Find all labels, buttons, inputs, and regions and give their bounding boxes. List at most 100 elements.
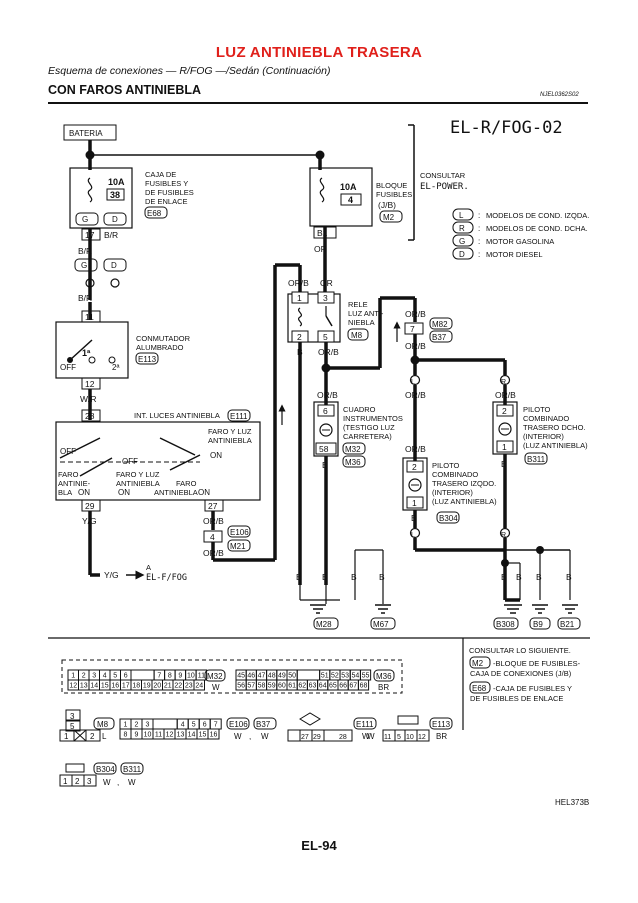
cluster-name-1: CUADRO xyxy=(343,405,376,414)
battery-label: BATERIA xyxy=(69,129,103,138)
wire-wr: W/R xyxy=(80,394,97,404)
b304-pin-1: 1 xyxy=(63,777,68,786)
pin-label: 8 xyxy=(124,732,128,739)
lamp-l-name-4: (INTERIOR) xyxy=(432,488,473,497)
switch-off: OFF xyxy=(60,363,76,372)
int-label-mid-2: ANTINIEBLA xyxy=(116,479,160,488)
pin-label: 58 xyxy=(258,683,266,690)
relay-name-2: LUZ ANTI- xyxy=(348,309,384,318)
conn-m82: M82 xyxy=(432,320,448,329)
wire-b-g4: B xyxy=(379,572,385,582)
lamp-r-name-2: COMBINADO xyxy=(523,414,569,423)
int-on-left: ON xyxy=(78,488,90,497)
pin-label: 67 xyxy=(349,683,357,690)
b304-tag: B304 xyxy=(96,765,115,774)
switch-name-2: ALUMBRADO xyxy=(136,343,184,352)
pin-7: 7 xyxy=(410,324,415,334)
opt-l-bot: L xyxy=(411,532,415,539)
int-switch-name: INT. LUCES ANTINIEBLA xyxy=(134,411,220,420)
lamp-r-name-3: TRASERO DCHO. xyxy=(523,423,586,432)
relay-name-3: NIEBLA xyxy=(348,318,375,327)
wire-orb-m82: OR/B xyxy=(405,309,426,319)
pin-label: 11 xyxy=(155,732,162,739)
pin-label: 15 xyxy=(199,732,207,739)
pin-11: 11 xyxy=(85,312,94,322)
pin-label: 55 xyxy=(362,673,370,680)
cluster-conn1: M32 xyxy=(345,445,361,454)
int-label-left-1: FARO xyxy=(58,470,79,479)
pin-4: 4 xyxy=(210,532,215,542)
legend-g-text: MOTOR GASOLINA xyxy=(486,237,554,246)
connector-m8: 3 5 1 2 M8 L xyxy=(59,709,115,742)
relay-pin3: 3 xyxy=(323,293,328,303)
pin-label: 19 xyxy=(143,683,151,690)
connector-e111-view: E111 11 5 10 12 W xyxy=(353,715,430,742)
wire-or-2: OR xyxy=(320,278,333,288)
pin-cell xyxy=(193,679,205,691)
wire-br-1: B/R xyxy=(104,230,118,240)
cv-b37-tag: B37 xyxy=(256,720,271,729)
pin-label: 23 xyxy=(185,683,193,690)
pin-label: 11 xyxy=(198,673,205,680)
switch-connector: E113 xyxy=(138,355,157,364)
lamp-l-pin-bot: 1 xyxy=(412,498,417,508)
note-e68: E68 xyxy=(472,684,487,693)
fog-switch xyxy=(55,421,261,501)
pin-label: 65 xyxy=(329,683,337,690)
cv-b37-color: W xyxy=(261,732,269,741)
cv-sep: , xyxy=(249,732,251,741)
pin-label: 17 xyxy=(122,683,130,690)
e113-color: BR xyxy=(436,732,447,741)
int-label-left-2: ANTINIE- xyxy=(58,479,91,488)
fuse-left-g: G xyxy=(82,215,88,224)
ground-b9: B9 xyxy=(533,620,543,629)
cv-e106-tag: E106 xyxy=(229,720,248,729)
pin-label: 16 xyxy=(210,732,218,739)
wire-b-g6: B xyxy=(516,572,522,582)
pin-label: 59 xyxy=(268,683,276,690)
m8-pin-3: 3 xyxy=(70,712,75,721)
fuse-box-left xyxy=(69,167,133,229)
e111-tag: E111 xyxy=(356,720,374,729)
fuse-right-connector: M2 xyxy=(383,213,395,222)
consult-2: EL-POWER. xyxy=(420,182,469,192)
pin-label: 4 xyxy=(103,673,107,680)
legend-colon-1: : xyxy=(478,211,480,220)
pin-label: 20 xyxy=(153,683,161,690)
m8-pin-5: 5 xyxy=(70,722,75,731)
cv-m36-tag: M36 xyxy=(376,672,392,681)
pin-label: 45 xyxy=(237,673,245,680)
pin-cell xyxy=(357,679,370,691)
legend-r-code: R xyxy=(459,224,465,233)
lamp-l-name-5: (LUZ ANTINIEBLA) xyxy=(432,497,497,506)
arrow-ref-a: A xyxy=(146,563,151,572)
pin-label: 3 xyxy=(146,722,150,729)
cv-m32-color: W xyxy=(212,683,220,692)
m82-pin-28: 28 xyxy=(339,734,347,741)
lamp-r-name-1: PILOTO xyxy=(523,405,551,414)
ground-b308: B308 xyxy=(496,620,515,629)
pin-label: 57 xyxy=(247,683,255,690)
e111-pin-5: 5 xyxy=(397,734,401,741)
pin-label: 13 xyxy=(177,732,185,739)
legend-colon-4: : xyxy=(478,250,480,259)
int-on-right: ON xyxy=(210,451,222,460)
wire-or-1: OR xyxy=(314,244,327,254)
pin-label: 22 xyxy=(174,683,182,690)
legend-g-code: G xyxy=(459,237,465,246)
pin-label: 9 xyxy=(178,673,182,680)
fuse-left-name-2: FUSIBLES Y xyxy=(145,179,188,188)
fuse-right-amps: 10A xyxy=(340,182,357,192)
fuse-box-right xyxy=(309,167,373,227)
pin-label: 49 xyxy=(278,673,286,680)
m8-pin-2: 2 xyxy=(90,732,95,741)
int-switch-connector: E111 xyxy=(230,412,248,421)
pin-label: 46 xyxy=(247,673,255,680)
pin-label: 48 xyxy=(268,673,276,680)
b304-color: W xyxy=(103,778,111,787)
pin-label: 66 xyxy=(339,683,347,690)
connector-views-box xyxy=(61,659,403,694)
